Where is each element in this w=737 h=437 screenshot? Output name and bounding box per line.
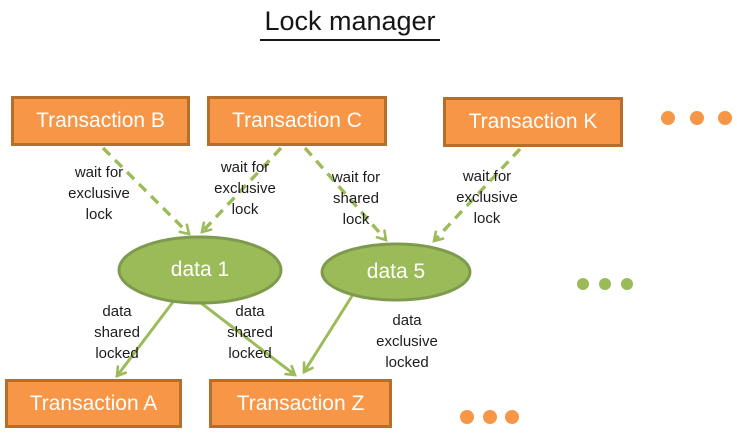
ellipsis-data-items-icon (577, 278, 633, 290)
edge-label-data1-shared-locked-z: data shared locked (227, 303, 273, 362)
edge-label-c-wait-shared: wait for shared lock (331, 169, 381, 228)
page-title: Lock manager (0, 6, 700, 41)
edge-transaction-b-to-data-1 (101, 146, 191, 236)
page-title-text: Lock manager (260, 6, 440, 41)
edge-data-1-to-transaction-z (200, 301, 297, 377)
node-transaction-z: Transaction Z (209, 379, 392, 428)
edge-transaction-c-to-data-5 (303, 146, 388, 242)
node-transaction-a-label: Transaction A (29, 391, 158, 415)
node-transaction-k: Transaction K (443, 97, 623, 147)
node-transaction-c: Transaction C (207, 96, 387, 146)
node-transaction-c-label: Transaction C (232, 109, 362, 132)
edge-label-k-wait-exclusive: wait for exclusive lock (456, 168, 518, 227)
node-data-1-label: data 1 (170, 258, 230, 281)
node-transaction-z-label: Transaction Z (236, 391, 365, 415)
edge-label-data1-shared-locked-a: data shared locked (94, 303, 140, 362)
node-transaction-a: Transaction A (5, 379, 182, 428)
edge-label-c-wait-exclusive: wait for exclusive lock (214, 159, 276, 218)
node-transaction-b: Transaction B (11, 96, 190, 146)
node-transaction-k-label: Transaction K (468, 110, 598, 133)
edge-label-data5-exclusive-locked-z: data exclusive locked (376, 312, 438, 371)
edge-data-1-to-transaction-a (115, 297, 178, 378)
edge-data-5-to-transaction-z (302, 295, 354, 375)
node-data-5-shape (320, 242, 472, 302)
ellipsis-transactions-bottom-icon (460, 410, 519, 424)
edge-transaction-c-to-data-1 (200, 146, 283, 234)
node-data-1-shape (117, 235, 283, 305)
edge-transaction-k-to-data-5 (432, 147, 522, 243)
edge-label-b-wait-exclusive: wait for exclusive lock (68, 164, 130, 223)
ellipsis-transactions-top-icon (661, 111, 732, 125)
node-data-5-label: data 5 (366, 260, 426, 283)
node-transaction-b-label: Transaction B (36, 109, 165, 132)
